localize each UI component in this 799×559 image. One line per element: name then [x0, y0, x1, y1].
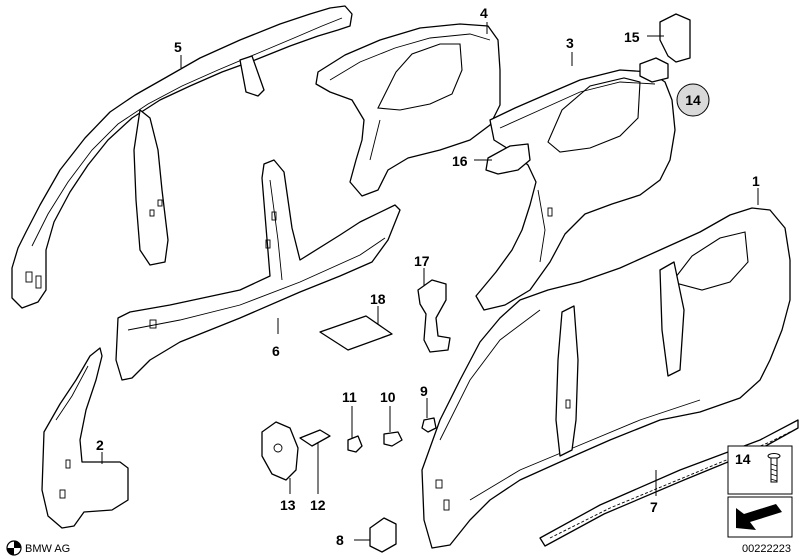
bmw-roundel-icon — [6, 540, 22, 556]
part-16-bracket — [485, 143, 531, 175]
part-13-bracket — [261, 421, 299, 481]
callout-numbers: 5 4 3 15 16 1 17 18 6 2 9 10 11 12 13 8 … — [96, 5, 760, 548]
part-4-rear-panel — [315, 23, 501, 197]
callout-15: 15 — [624, 29, 640, 45]
part-3-rear-panel — [475, 69, 676, 311]
callout-1: 1 — [752, 173, 760, 189]
callout-17: 17 — [414, 253, 430, 269]
part-14-badge: 14 — [676, 83, 710, 117]
part-2-a-pillar-lower — [41, 347, 129, 529]
callout-13: 13 — [280, 497, 296, 513]
part-12-bracket — [299, 429, 331, 447]
callout-14-badge: 14 — [685, 92, 701, 108]
callout-4: 4 — [480, 5, 488, 21]
part-17-bracket — [417, 279, 451, 353]
part-15-bracket — [639, 13, 691, 83]
leader-lines — [101, 22, 759, 541]
part-14-inset: 14 — [727, 445, 793, 495]
part-1-side-frame — [421, 207, 791, 549]
callout-12: 12 — [310, 497, 326, 513]
callout-6: 6 — [272, 343, 280, 359]
callout-2: 2 — [96, 437, 104, 453]
callout-9: 9 — [420, 383, 428, 399]
callout-10: 10 — [380, 389, 396, 405]
callout-14-inset: 14 — [735, 451, 751, 467]
footer: BMW AG 00222223 — [6, 540, 791, 556]
callout-8: 8 — [336, 532, 344, 548]
callout-18: 18 — [370, 291, 386, 307]
callout-11: 11 — [342, 389, 357, 405]
part-11-clip — [347, 435, 363, 453]
part-8-block — [369, 517, 397, 553]
part-18-plate — [319, 315, 393, 351]
brand-label: BMW AG — [25, 543, 70, 555]
direction-arrow-icon — [736, 504, 782, 530]
screw-icon — [767, 453, 781, 483]
direction-arrow-box — [727, 496, 793, 538]
callout-16: 16 — [452, 153, 468, 169]
part-5-roof-frame — [11, 5, 353, 309]
diagram-id: 00222223 — [742, 543, 791, 555]
callout-5: 5 — [174, 39, 182, 55]
part-10-clip — [383, 431, 403, 447]
part-6-side-sill — [115, 159, 401, 381]
callout-7: 7 — [650, 499, 658, 515]
callout-3: 3 — [566, 35, 574, 51]
part-9-plug — [421, 417, 437, 433]
